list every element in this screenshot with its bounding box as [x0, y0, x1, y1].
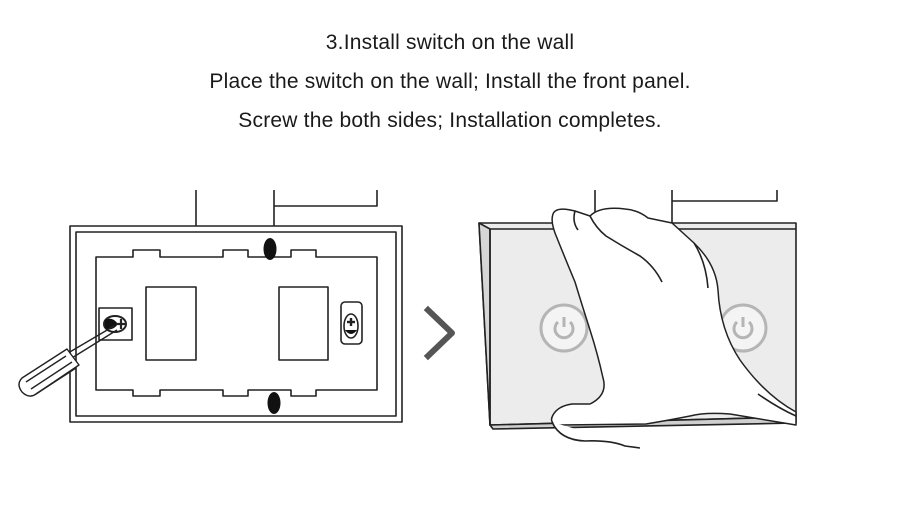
- mounting-plate: [95, 249, 378, 397]
- front-panel-illustration: [478, 190, 797, 449]
- step-title: 3.Install switch on the wall: [325, 31, 575, 54]
- slot-bottom: [267, 392, 281, 414]
- instruction-line-3: Screw the both sides; Installation compl…: [238, 109, 662, 132]
- hand: [550, 207, 797, 426]
- instruction-line-2: Place the switch on the wall; Install th…: [209, 70, 691, 93]
- power-icon: [539, 303, 589, 353]
- screw-left-icon: [98, 307, 133, 341]
- screwdriver-icon: [18, 325, 118, 397]
- screw-right-icon: [340, 301, 363, 345]
- wall-frame: [69, 225, 403, 423]
- mounting-opening-right: [278, 286, 329, 361]
- slot-top: [263, 238, 277, 260]
- mounting-opening-left: [145, 286, 197, 361]
- wall-box-illustration: [18, 190, 403, 423]
- chevron-right-icon: [423, 305, 455, 361]
